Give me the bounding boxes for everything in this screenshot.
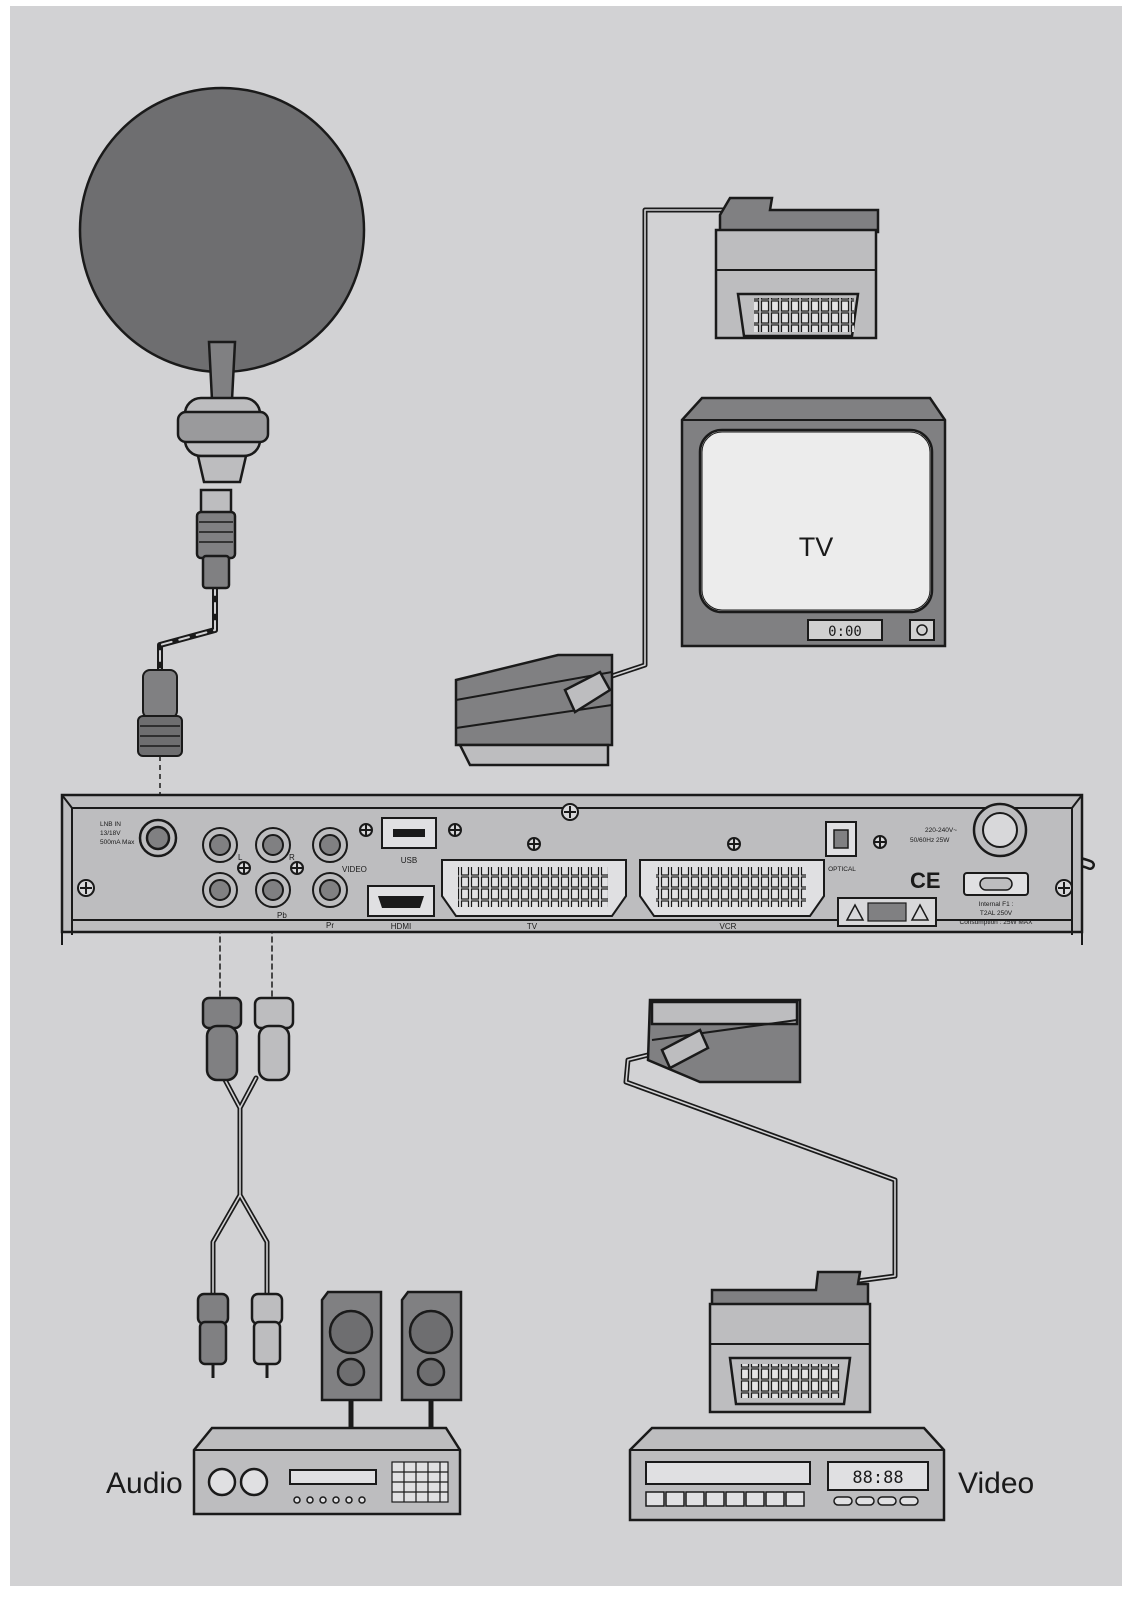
rca-plug-icon	[196, 1292, 284, 1378]
ce-mark: CE	[910, 868, 941, 893]
optical-label: OPTICAL	[828, 866, 856, 873]
audio-r-label: R	[289, 853, 295, 862]
video-label-text: Video	[958, 1467, 1034, 1500]
tv-power-button	[909, 619, 935, 641]
audio-label: Audio	[106, 1467, 183, 1500]
hdmi-label: HDMI	[391, 922, 411, 931]
pb-label: Pb	[277, 911, 287, 920]
lnb-label-1: LNB IN	[100, 821, 121, 828]
lnb-label-2: 13/18V	[100, 830, 121, 837]
f-connector-icon	[199, 488, 233, 516]
scart-plug-icon	[708, 1270, 872, 1414]
fuse-label-1: Internal F1 :	[979, 901, 1014, 908]
scart-plug-icon	[454, 653, 614, 767]
satellite-dish-icon	[78, 86, 366, 590]
receiver-rear-panel: LNB IN 13/18V 500mA Max L R VIDEO Pb Pr …	[60, 793, 1084, 945]
audio-amplifier-icon	[192, 1426, 462, 1516]
audio-l-label: L	[238, 853, 243, 862]
scart-tv-label: TV	[527, 922, 538, 931]
tv-display	[807, 619, 883, 641]
fuse-label-3: Consumption : 25W MAX	[960, 919, 1034, 926]
pr-label: Pr	[326, 921, 334, 930]
video-label: VIDEO	[342, 865, 367, 874]
tv-set-icon: TV 0:00	[680, 396, 947, 648]
power-rating-2: 50/60Hz 25W	[910, 837, 950, 844]
usb-label: USB	[401, 856, 417, 865]
power-rating-1: 220-240V~	[925, 827, 957, 834]
scart-plug-icon	[646, 998, 802, 1084]
coax-plug-icon	[137, 669, 183, 800]
fuse-label-2: T2AL 250V	[980, 910, 1013, 917]
tv-label: TV	[799, 532, 834, 562]
lnb-label-3: 500mA Max	[100, 839, 135, 846]
tv-display-text: 0:00	[828, 624, 862, 640]
warning-icon	[845, 903, 930, 921]
scart-vcr-label: VCR	[720, 922, 737, 931]
speaker-icon	[320, 1290, 463, 1428]
rca-plug-icon	[201, 996, 295, 1082]
vcr-display	[827, 1461, 929, 1491]
screw-icon	[77, 803, 1073, 897]
vcr-display-text: 88:88	[852, 1468, 903, 1488]
rca-jacks	[202, 827, 348, 908]
vcr-icon: 88:88	[628, 1426, 946, 1522]
scart-plug-icon	[714, 196, 880, 340]
